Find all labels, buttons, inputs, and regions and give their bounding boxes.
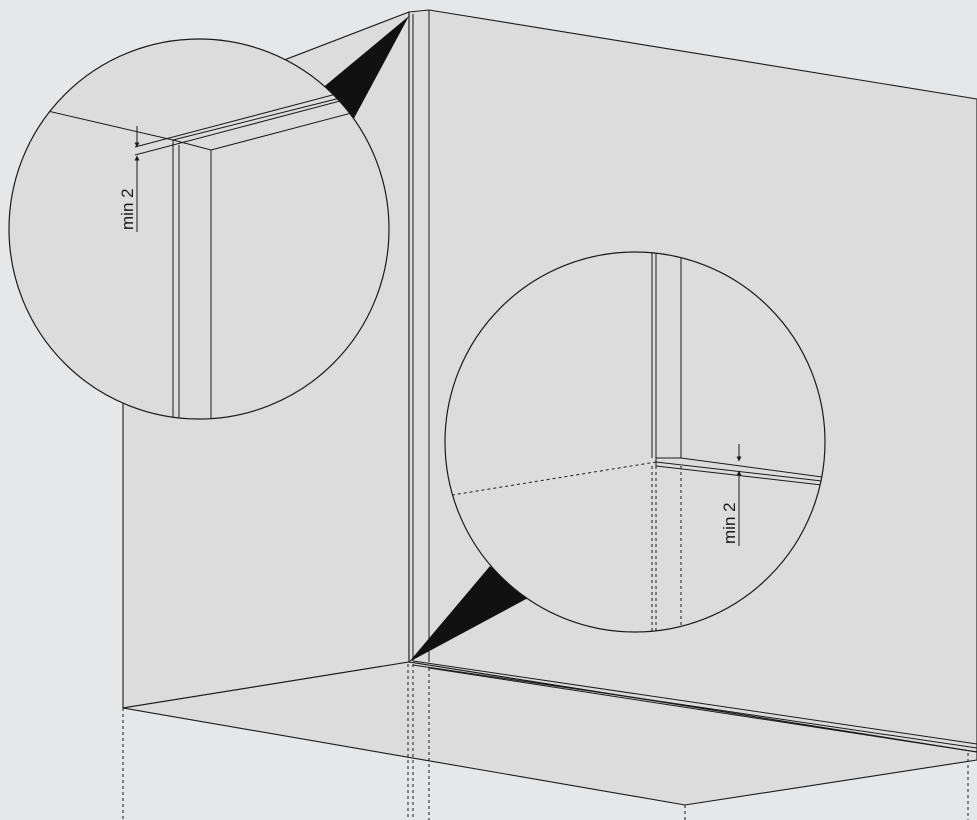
dashed-guide-lines [122,664,969,820]
bottom-right-dimension-label: min 2 [720,502,739,544]
bottom-callout-pointer [409,566,528,662]
corner-edges [408,10,977,753]
top-left-dimension-label: min 2 [118,188,137,230]
bottom-right-detail-callout: min 2 [444,251,826,633]
bottom-panel [122,661,977,806]
top-callout-pointer [320,16,409,122]
